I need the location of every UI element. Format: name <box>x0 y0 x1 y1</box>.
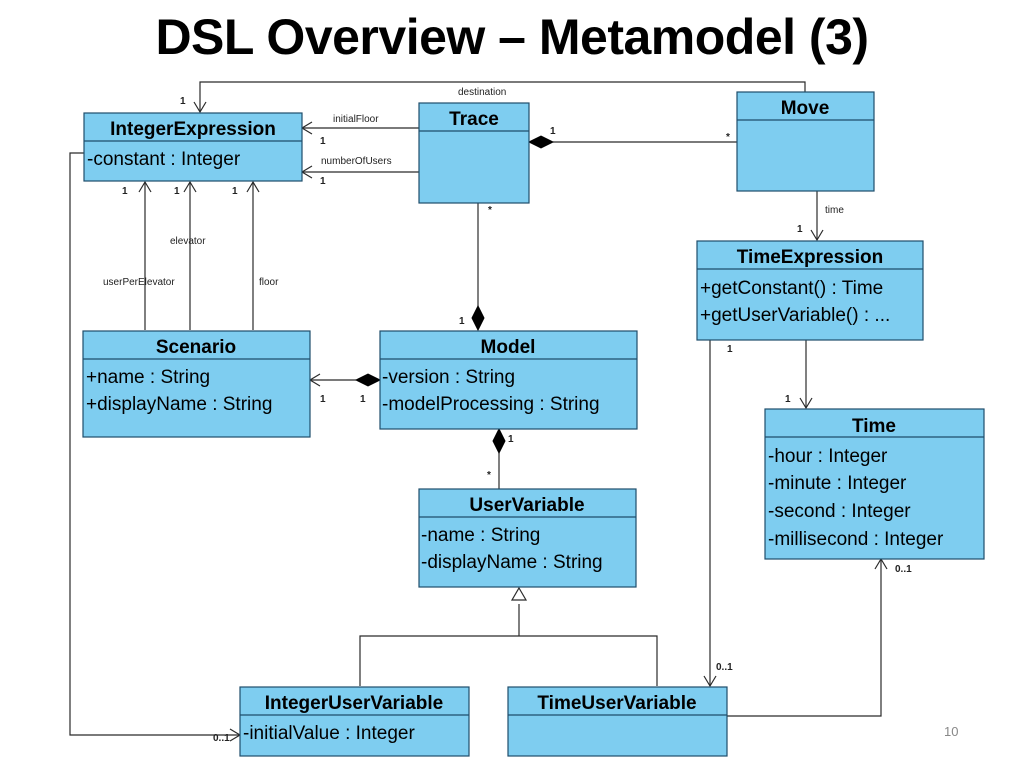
class-model[interactable]: Model -version : String -modelProcessing… <box>379 330 638 430</box>
floor-label: floor <box>259 277 279 288</box>
class-time-expression-name: TimeExpression <box>737 247 883 268</box>
class-model-attr-1: -version : String <box>382 367 515 388</box>
class-time-attr-1: -hour : Integer <box>768 446 888 467</box>
class-user-variable[interactable]: UserVariable -name : String -displayName… <box>418 488 637 588</box>
trace-move-mult-trace: 1 <box>550 126 556 137</box>
generalization-triangle <box>510 586 528 601</box>
generalization-trunk <box>359 604 658 686</box>
class-trace[interactable]: Trace <box>418 102 530 204</box>
te-tuv-arrowhead <box>703 675 717 688</box>
model-scenario-diamond <box>354 373 382 387</box>
initial-floor-mult: 1 <box>320 136 326 147</box>
class-time-user-variable[interactable]: TimeUserVariable <box>507 686 728 757</box>
class-move[interactable]: Move <box>736 91 875 192</box>
class-model-attr-2: -modelProcessing : String <box>382 394 600 415</box>
te-time-mult-time: 1 <box>785 394 791 405</box>
trace-move-diamond <box>527 135 555 149</box>
class-time-name: Time <box>852 416 896 437</box>
trace-model-diamond <box>471 304 485 332</box>
class-time-user-variable-name: TimeUserVariable <box>537 693 696 714</box>
destination-arrowhead <box>193 101 207 114</box>
class-scenario[interactable]: Scenario +name : String +displayName : S… <box>82 330 311 438</box>
class-move-name: Move <box>781 98 830 119</box>
destination-label: destination <box>458 87 506 98</box>
model-uservariable-diamond <box>492 427 506 455</box>
class-time-attr-2: -minute : Integer <box>768 473 907 494</box>
ie-mult-1: 1 <box>122 186 128 197</box>
ie-iuv-mult: 0..1 <box>213 733 230 744</box>
class-model-name: Model <box>481 337 536 358</box>
tuv-time-mult: 0..1 <box>895 564 912 575</box>
te-time-arrowhead <box>799 397 813 410</box>
model-scenario-mult-scenario: 1 <box>320 394 326 405</box>
class-time-attr-4: -millisecond : Integer <box>768 529 944 550</box>
class-user-variable-attr-2: -displayName : String <box>421 552 603 573</box>
move-time-arrowhead <box>810 229 824 242</box>
class-time-expression[interactable]: TimeExpression +getConstant() : Time +ge… <box>696 240 924 341</box>
class-integer-user-variable[interactable]: IntegerUserVariable -initialValue : Inte… <box>239 686 470 757</box>
number-of-users-label: numberOfUsers <box>321 156 392 167</box>
class-time-expression-attr-1: +getConstant() : Time <box>700 278 883 299</box>
class-integer-user-variable-name: IntegerUserVariable <box>265 693 443 714</box>
trace-model-mult-model: 1 <box>459 316 465 327</box>
page-number: 10 <box>944 724 959 739</box>
ie-iuv-association <box>69 152 240 736</box>
model-scenario-mult-model: 1 <box>360 394 366 405</box>
class-scenario-attr-1: +name : String <box>86 367 210 388</box>
class-scenario-attr-2: +displayName : String <box>86 394 272 415</box>
move-time-mult: 1 <box>797 224 803 235</box>
class-scenario-name: Scenario <box>156 337 236 358</box>
class-integer-expression-name: IntegerExpression <box>110 119 276 140</box>
floor-arrowhead <box>246 180 260 193</box>
tuv-time-association <box>727 559 882 717</box>
te-time-mult-te: 1 <box>727 344 733 355</box>
initial-floor-label: initialFloor <box>333 114 379 125</box>
class-time[interactable]: Time -hour : Integer -minute : Integer -… <box>764 408 985 560</box>
class-integer-expression[interactable]: IntegerExpression -constant : Integer <box>83 112 303 182</box>
class-trace-name: Trace <box>449 109 499 130</box>
class-time-attr-3: -second : Integer <box>768 501 911 522</box>
trace-move-mult-move: * <box>726 132 730 143</box>
destination-association <box>199 81 806 112</box>
ie-mult-3: 1 <box>232 186 238 197</box>
class-integer-expression-attr: -constant : Integer <box>87 149 241 170</box>
destination-mult-ie: 1 <box>180 96 186 107</box>
class-user-variable-attr-1: -name : String <box>421 525 540 546</box>
user-per-elevator-arrowhead <box>138 180 152 193</box>
class-integer-user-variable-attr: -initialValue : Integer <box>243 723 415 744</box>
model-uv-mult-uv: * <box>487 470 491 481</box>
move-time-label: time <box>825 205 844 216</box>
te-tuv-mult: 0..1 <box>716 662 733 673</box>
elevator-arrowhead <box>183 180 197 193</box>
trace-model-mult-trace: * <box>488 205 492 216</box>
slide-title: DSL Overview – Metamodel (3) <box>155 9 869 65</box>
class-user-variable-name: UserVariable <box>469 495 584 516</box>
class-time-expression-attr-2: +getUserVariable() : ... <box>700 305 890 326</box>
ie-mult-2: 1 <box>174 186 180 197</box>
user-per-elevator-label: userPerElevator <box>103 277 175 288</box>
number-of-users-mult: 1 <box>320 176 326 187</box>
model-uv-mult-model: 1 <box>508 434 514 445</box>
elevator-label: elevator <box>170 236 206 247</box>
